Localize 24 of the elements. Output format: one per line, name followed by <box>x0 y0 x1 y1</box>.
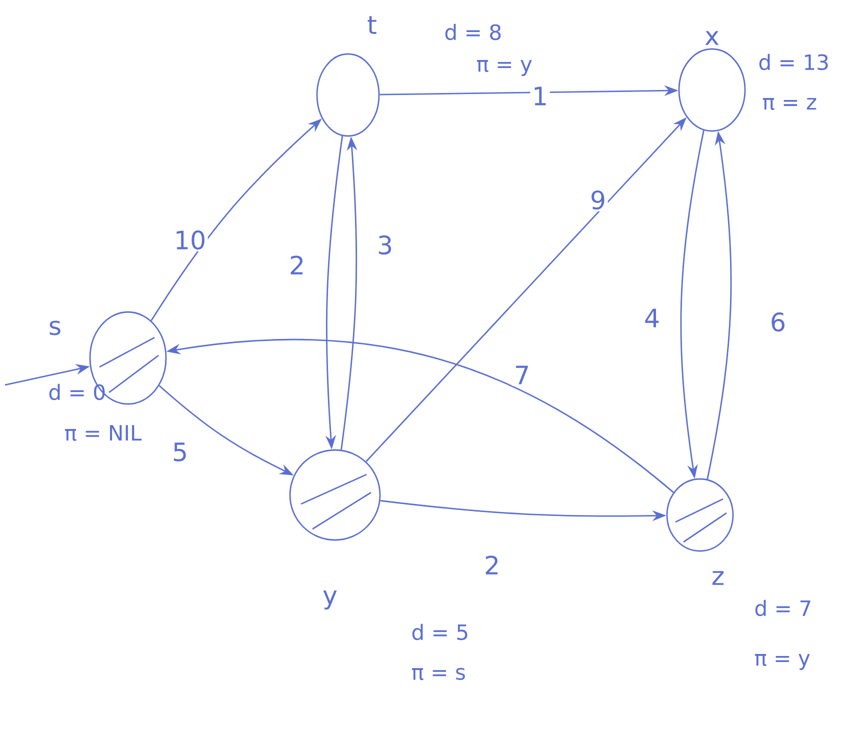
edge-label: 4 <box>642 307 662 329</box>
edge-label: 6 <box>768 310 788 334</box>
node-annotation: π = NIL <box>65 425 142 441</box>
edge-label: 7 <box>512 364 532 386</box>
node-name: y <box>323 590 337 610</box>
node-annotation: π = z <box>762 98 816 110</box>
edge-label: 5 <box>170 440 190 464</box>
node-name: s <box>50 320 60 336</box>
edge-label: 2 <box>287 254 307 276</box>
edge-label: 10 <box>172 228 208 252</box>
node-annotation: d = 5 <box>412 624 468 640</box>
node-annotation: π = y <box>477 60 532 76</box>
edge-label: 1 <box>530 85 550 107</box>
node-annotation: d = 7 <box>755 600 810 616</box>
node-name: t <box>368 16 376 34</box>
node-name: z <box>712 571 724 585</box>
node-annotation: d = 8 <box>445 24 501 40</box>
node-annotation: π = y <box>754 654 810 670</box>
node-name: x <box>705 31 719 45</box>
node-annotation: d = 13 <box>759 54 828 70</box>
edge-label: 9 <box>588 188 608 212</box>
edge-label: 2 <box>482 554 502 576</box>
node-annotation: π = s <box>412 668 465 680</box>
edge-label: 3 <box>375 234 395 256</box>
